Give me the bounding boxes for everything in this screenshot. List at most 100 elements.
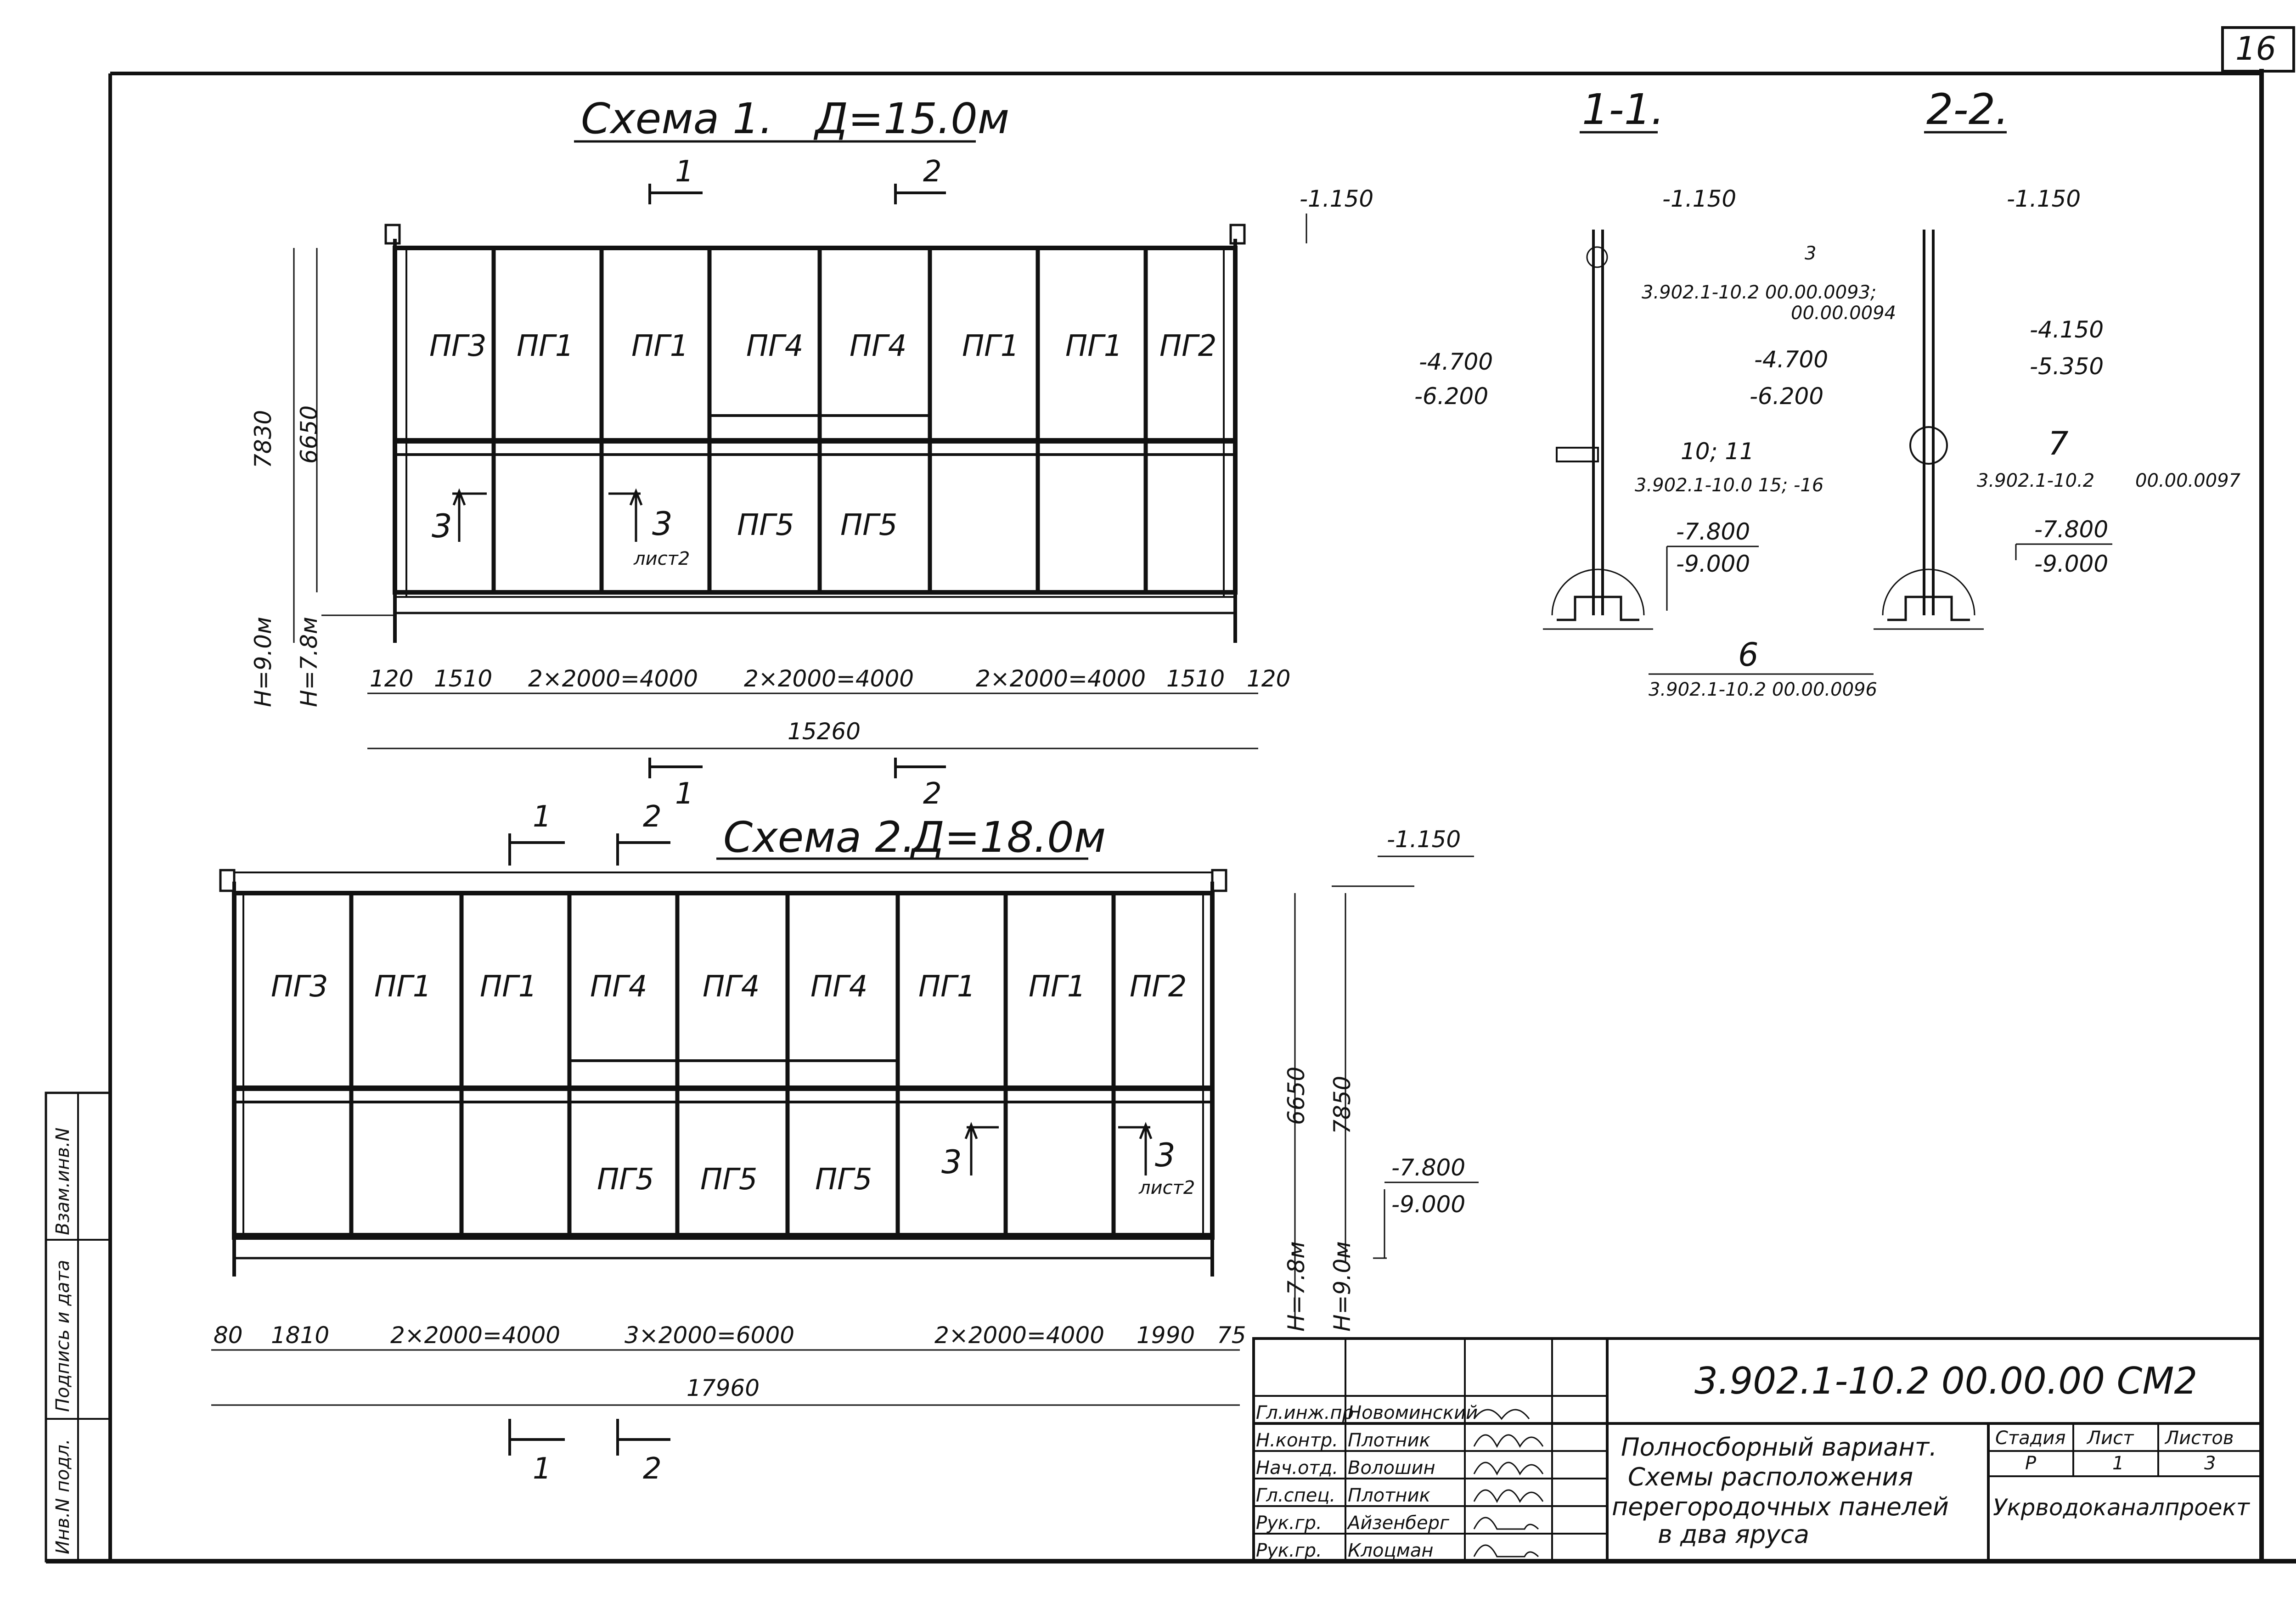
- schema1-panel-bottom-4: ПГ5: [737, 508, 794, 542]
- schema1-panel-top-2: ПГ1: [517, 329, 574, 363]
- section22-level-5: -9.000: [2034, 551, 2108, 577]
- role-1: Гл.инж.пр: [1256, 1402, 1354, 1423]
- role-6: Рук.гр.: [1256, 1540, 1322, 1561]
- svg-text:2: 2: [923, 777, 942, 811]
- signature-6: [1473, 1544, 1539, 1558]
- schema2-dim-4: 3×2000=6000: [625, 1322, 794, 1349]
- schema1-panel-top-7: ПГ1: [1065, 329, 1123, 363]
- section11-level-5: -9.000: [1676, 551, 1750, 577]
- schema1-dim-4: 2×2000=4000: [744, 665, 914, 692]
- signature-3: [1473, 1462, 1544, 1476]
- section11-level-2: -4.700: [1419, 349, 1493, 375]
- schema2-dim-7: 75: [1217, 1322, 1246, 1349]
- description-line-1: Полносборный вариант.: [1621, 1433, 1937, 1462]
- name-4: Плотник: [1348, 1485, 1430, 1506]
- schema1-panel-top-8: ПГ2: [1159, 329, 1217, 363]
- schema2-panel-top-7: ПГ1: [918, 970, 976, 1004]
- schema1-section-mark-2: 2 2: [894, 155, 946, 811]
- schema2-section-mark-1: 1 1: [508, 800, 565, 1486]
- schema2-section-mark-2: 2 2: [616, 800, 670, 1486]
- sheets-header: Листов: [2164, 1428, 2234, 1449]
- section11-ref-4: 3.902.1-10.2 00.00.0096: [1649, 679, 1877, 700]
- section11-callout-6: 6: [1738, 636, 1759, 674]
- signature-5: [1473, 1517, 1539, 1530]
- schema1-view-mark-a: 3: [432, 488, 487, 545]
- schema1-height-h1: Н=9.0м: [250, 617, 276, 707]
- description-line-2: Схемы расположения: [1628, 1462, 1913, 1491]
- schema1-panel-top-5: ПГ4: [850, 329, 907, 363]
- section11-ref-3: 3.902.1-10.0 15; -16: [1635, 475, 1823, 496]
- schema1-dim-5: 2×2000=4000: [976, 665, 1146, 692]
- page-number: 16: [2235, 30, 2276, 67]
- schema2-dim-1: 80: [214, 1322, 243, 1349]
- schema-2: Схема 2. Д=18.0м 1 1 2 2: [211, 800, 1479, 1486]
- section22-level-1: -1.150: [2007, 186, 2081, 212]
- section11-level-4: -7.800: [1676, 518, 1750, 545]
- sheet-header: Лист: [2086, 1428, 2134, 1449]
- signature-4: [1473, 1489, 1544, 1503]
- schema1-span: Д=15.0м: [813, 94, 1009, 143]
- section11-level-1: -1.150: [1662, 186, 1736, 212]
- schema2-height-h2: Н=9.0м: [1329, 1241, 1356, 1332]
- description-line-4: в два яруса: [1658, 1520, 1809, 1549]
- signature-2: [1473, 1434, 1544, 1448]
- name-6: Клоцман: [1348, 1540, 1434, 1561]
- schema2-dim-3: 2×2000=4000: [390, 1322, 560, 1349]
- schema1-panel-top-1: ПГ3: [429, 329, 487, 363]
- schema1-dim-1: 120: [370, 665, 413, 692]
- svg-text:1: 1: [675, 777, 694, 811]
- schema1-height-total: 7830: [250, 410, 276, 468]
- title-block: 3.902.1-10.2 00.00.00 СМ2 Полносборный в…: [1252, 1337, 2263, 1563]
- schema-1: Схема 1. Д=15.0м 1 1 2 2: [250, 94, 1373, 811]
- signature-1: [1473, 1409, 1530, 1420]
- section22-level-2: -4.150: [2030, 316, 2104, 343]
- side-stamp-replace: Взам.инв.N: [52, 1128, 73, 1235]
- section11-ref-1: 3.902.1-10.2 00.00.0093;: [1642, 282, 1876, 303]
- svg-text:1: 1: [675, 155, 694, 189]
- svg-text:1: 1: [533, 1452, 551, 1486]
- schema2-panel-top-6: ПГ4: [810, 970, 868, 1004]
- svg-text:лист2: лист2: [1138, 1177, 1195, 1198]
- role-2: Н.контр.: [1256, 1430, 1338, 1451]
- schema1-title: Схема 1.: [581, 94, 773, 143]
- schema1-dim-2: 1510: [434, 665, 492, 692]
- schema2-level-1: -1.150: [1387, 826, 1461, 853]
- schema2-panel-top-9: ПГ2: [1130, 970, 1187, 1004]
- schema2-dim-6: 1990: [1137, 1322, 1195, 1349]
- schema2-panel-bottom-5: ПГ5: [700, 1163, 758, 1197]
- schema1-dim-7: 120: [1247, 665, 1290, 692]
- schema1-panel-top-4: ПГ4: [746, 329, 804, 363]
- schema2-panel-top-3: ПГ1: [480, 970, 537, 1004]
- doc-code: 3.902.1-10.2 00.00.00 СМ2: [1694, 1360, 2197, 1402]
- schema2-height-panel: 6650: [1283, 1067, 1310, 1125]
- schema1-view-mark-b: 3 лист2: [608, 488, 690, 569]
- role-3: Нач.отд.: [1256, 1457, 1338, 1479]
- name-1: Новоминский: [1348, 1402, 1478, 1423]
- section-1-1: 1-1. -1.150 -4.700 -6.200 -4.700 -6.200 …: [1414, 85, 1896, 700]
- section11-level-2b: -4.700: [1754, 346, 1828, 373]
- role-5: Рук.гр.: [1256, 1513, 1322, 1534]
- schema2-level-3: -9.000: [1391, 1191, 1465, 1218]
- section22-title: 2-2.: [1926, 85, 2009, 134]
- section11-title: 1-1.: [1582, 85, 1665, 134]
- section22-level-4: -7.800: [2034, 516, 2108, 543]
- section11-level-3: -6.200: [1414, 383, 1488, 410]
- schema2-panel-top-2: ПГ1: [374, 970, 432, 1004]
- svg-text:2: 2: [643, 800, 662, 834]
- schema2-height-total: 7850: [1329, 1076, 1356, 1134]
- schema1-top-level: -1.150: [1300, 186, 1373, 212]
- schema1-dim-6: 1510: [1166, 665, 1225, 692]
- side-stamp-sign: Подпись и дата: [52, 1260, 73, 1412]
- schema2-panel-top-1: ПГ3: [271, 970, 328, 1004]
- schema1-panel-bottom-5: ПГ5: [840, 508, 898, 542]
- role-4: Гл.спец.: [1256, 1485, 1335, 1506]
- section22-ref-2: 00.00.0097: [2135, 470, 2241, 491]
- svg-text:3: 3: [1155, 1136, 1176, 1174]
- section11-callout-10-11: 10; 11: [1681, 438, 1754, 465]
- schema2-view-mark-a: 3: [941, 1122, 999, 1181]
- svg-text:3: 3: [941, 1143, 962, 1181]
- section22-callout-7: 7: [2048, 425, 2069, 462]
- section-2-2: 2-2. -1.150 -4.150 -5.350 7 3.902.1-10.2…: [1874, 85, 2241, 630]
- schema1-section-mark-1: 1 1: [648, 155, 703, 811]
